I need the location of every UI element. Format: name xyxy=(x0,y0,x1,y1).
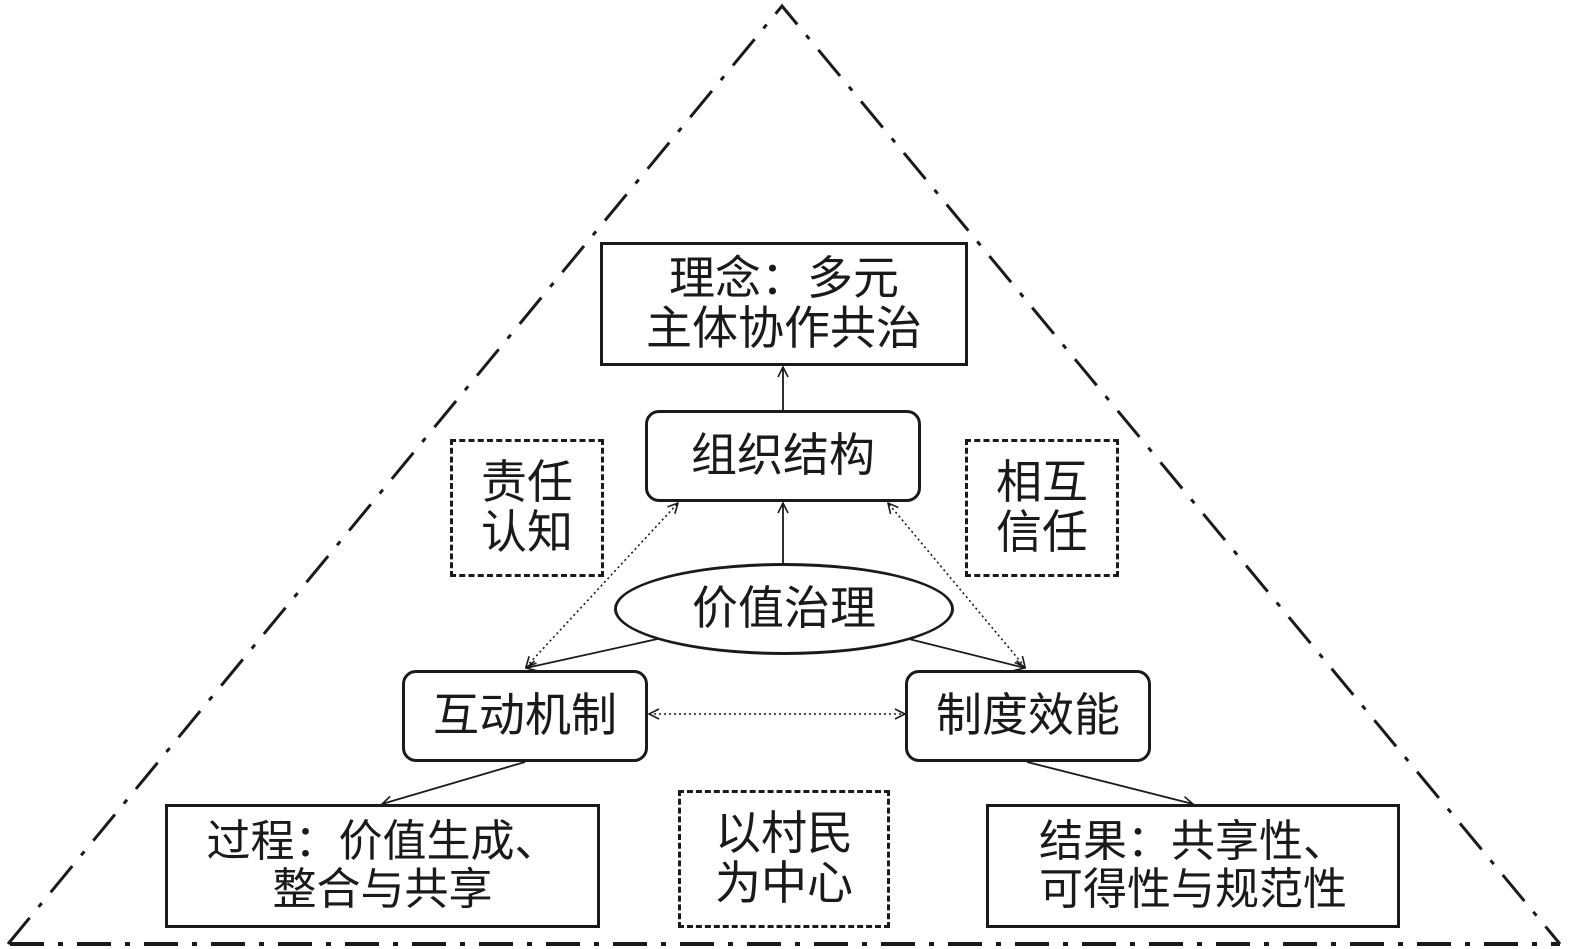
result-line-1: 结果：共享性、 xyxy=(1039,816,1347,868)
institutional-effectiveness-label: 制度效能 xyxy=(936,688,1120,743)
villager-line-1: 以村民 xyxy=(715,806,853,861)
concept-line-1: 理念：多元 xyxy=(669,251,899,306)
institution-to-result-arrow xyxy=(1026,761,1193,804)
institution-org-dotted-link xyxy=(888,503,1025,667)
process-line-1: 过程：价值生成、 xyxy=(206,816,559,868)
process-box: 过程：价值生成、 整合与共享 xyxy=(165,804,600,928)
value-to-interaction-arrow xyxy=(526,637,663,668)
value-to-institution-arrow xyxy=(904,637,1025,668)
concept-line-2: 主体协作共治 xyxy=(646,301,922,355)
result-box: 结果：共享性、 可得性与规范性 xyxy=(986,804,1400,928)
trust-line-2: 信任 xyxy=(996,505,1088,559)
organization-structure-box: 组织结构 xyxy=(645,410,921,502)
interaction-org-dotted-link xyxy=(526,503,678,667)
villager-centered-box: 以村民 为中心 xyxy=(678,790,890,928)
concept-box: 理念：多元 主体协作共治 xyxy=(600,242,968,366)
villager-line-2: 为中心 xyxy=(715,856,853,910)
trust-line-1: 相互 xyxy=(996,455,1088,510)
responsibility-cognition-box: 责任 认知 xyxy=(450,439,604,577)
institutional-effectiveness-box: 制度效能 xyxy=(905,670,1151,762)
interaction-to-process-arrow xyxy=(382,761,526,804)
interaction-mechanism-label: 互动机制 xyxy=(433,688,617,743)
interaction-mechanism-box: 互动机制 xyxy=(402,670,648,762)
organization-structure-label: 组织结构 xyxy=(691,428,875,483)
value-governance-label: 价值治理 xyxy=(692,581,876,636)
responsibility-line-1: 责任 xyxy=(481,455,573,510)
result-line-2: 可得性与规范性 xyxy=(1039,864,1347,915)
mutual-trust-box: 相互 信任 xyxy=(965,439,1119,577)
process-line-2: 整合与共享 xyxy=(272,864,493,915)
outer-triangle-dashed-outline xyxy=(6,3,1562,945)
value-governance-ellipse: 价值治理 xyxy=(614,563,954,655)
responsibility-line-2: 认知 xyxy=(481,505,573,559)
